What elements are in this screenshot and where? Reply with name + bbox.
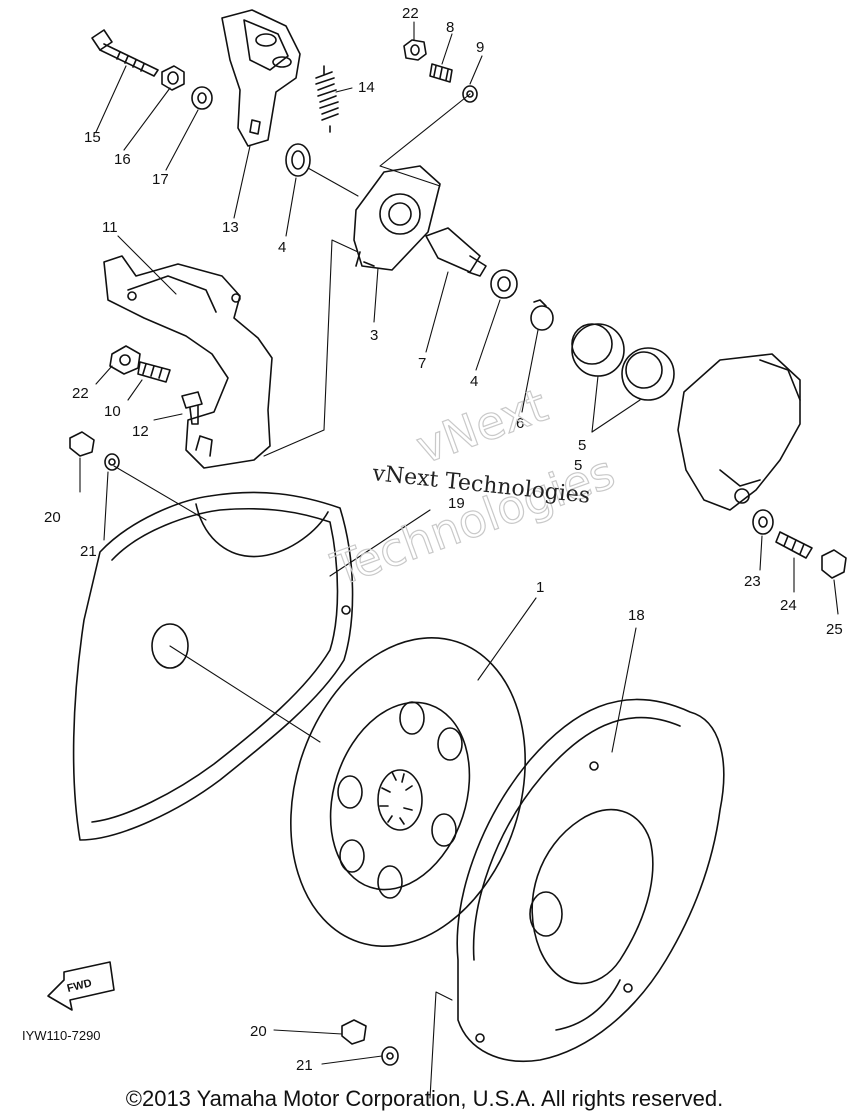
washer-23 [752,509,774,535]
label-8: 8 [446,19,454,36]
label-1: 1 [536,579,544,596]
bolt-20-bottom [341,1019,367,1045]
brake-lever-13 [221,9,301,147]
pin-6 [530,299,554,331]
label-13: 13 [222,219,239,236]
label-5-a: 5 [578,437,586,454]
leader-lines [79,21,839,1099]
seal-4-lower [490,269,518,299]
brake-cover-18 [456,698,725,1062]
copyright-notice: ©2013 Yamaha Motor Corporation, U.S.A. A… [125,1086,724,1111]
label-14: 14 [358,79,375,96]
label-20-bottom: 20 [250,1023,267,1040]
label-20-left: 20 [44,509,61,526]
fwd-label: FWD [66,977,93,995]
watermark: vNext Technologies vNext Technologies [324,377,622,597]
label-11: 11 [102,219,118,236]
caliper-plate-3 [353,165,441,271]
brake-pad-5-a [571,323,625,377]
label-7: 7 [418,355,426,372]
nut-16 [161,65,185,91]
spring-14 [315,65,339,133]
label-23: 23 [744,573,761,590]
label-21-left: 21 [80,543,97,560]
label-22-top: 22 [402,5,419,22]
bolt-15 [91,29,159,77]
label-19: 19 [448,495,465,512]
bolt-20-left [69,431,95,457]
brake-disc-1 [290,636,526,948]
label-21-bottom: 21 [296,1057,313,1074]
label-18: 18 [628,607,645,624]
label-6: 6 [516,415,524,432]
back-plate-19 [72,491,354,841]
label-4-lower: 4 [470,373,478,390]
watermark-line2: Technologies [324,445,621,597]
nut-22-left [109,345,141,375]
label-24: 24 [780,597,797,614]
label-3: 3 [370,327,378,344]
washer-21-left [104,453,120,471]
part-number-labels: 22 8 9 15 16 17 14 13 4 11 3 7 4 6 5 5 2… [44,5,843,1074]
bolt-24 [775,531,813,559]
label-10: 10 [104,403,121,420]
brake-pad-5-b [621,347,675,401]
bracket-11 [103,255,273,469]
fwd-arrow-icon [47,961,115,1011]
bolt-12 [181,391,203,425]
nut-25 [821,549,847,579]
seal-4-upper [285,143,311,177]
bolt-10 [137,361,171,383]
label-9: 9 [476,39,484,56]
washer-9 [462,85,478,103]
label-25: 25 [826,621,843,638]
label-16: 16 [114,151,131,168]
washer-21-bottom [381,1046,399,1066]
nut-22-top [403,39,427,61]
washer-17 [191,86,213,110]
label-4-upper: 4 [278,239,286,256]
label-5-b: 5 [574,457,582,474]
watermark-line1: vNext [409,378,554,475]
cam-shaft-7 [425,227,487,277]
caliper-body [677,353,801,511]
label-15: 15 [84,129,101,146]
label-22-left: 22 [72,385,89,402]
label-12: 12 [132,423,149,440]
label-17: 17 [152,171,169,188]
bolt-8 [429,63,453,83]
diagram-code: IYW110-7290 [22,1028,101,1043]
